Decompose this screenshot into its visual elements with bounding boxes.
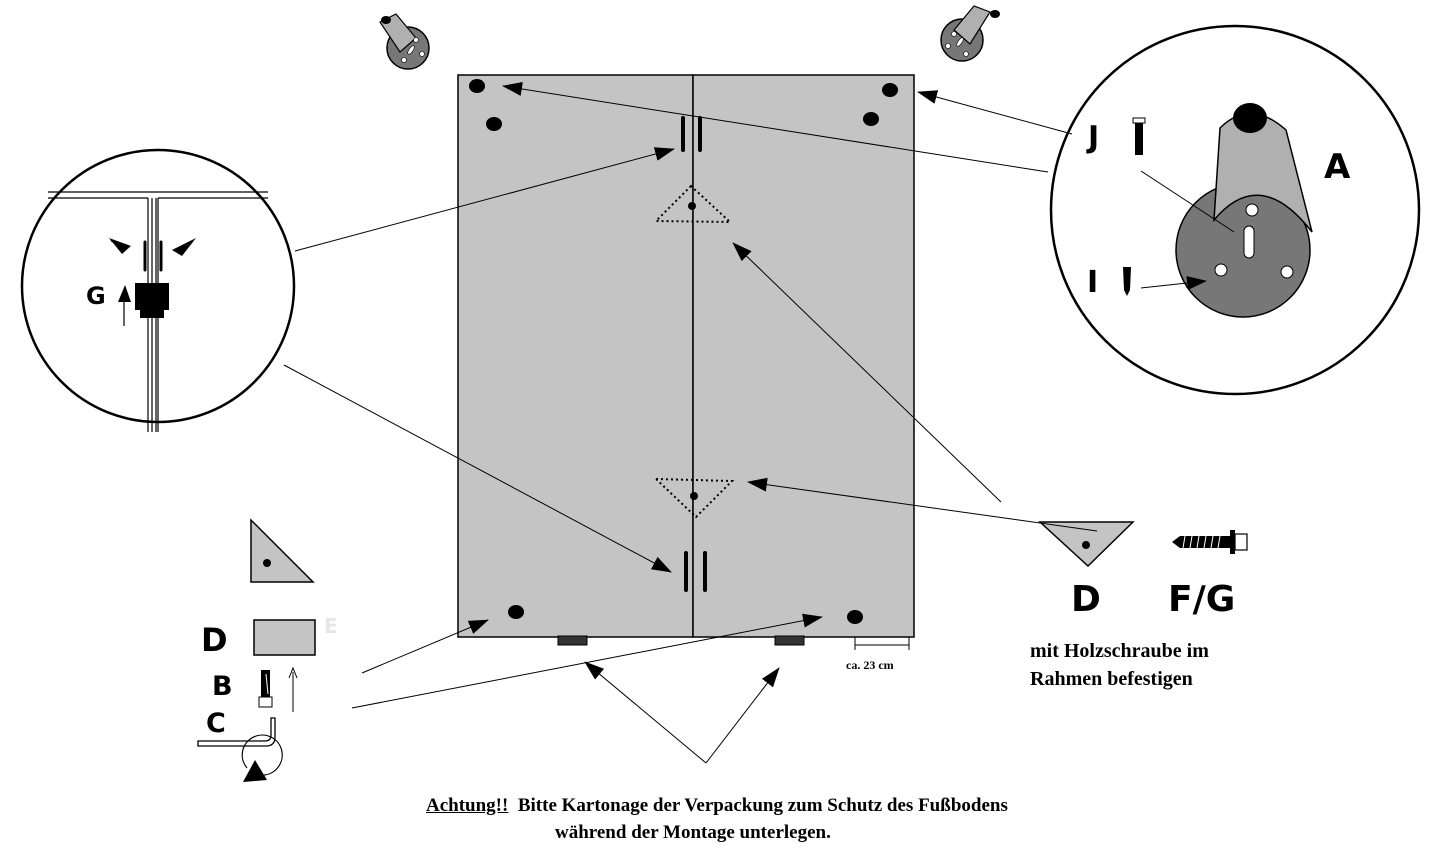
dowel-icon: [1123, 267, 1131, 296]
triangle-bottom-hole: [690, 492, 698, 500]
block-E: [253, 619, 316, 656]
label-E: E: [324, 614, 338, 638]
hole-bottom-right: [847, 610, 863, 624]
detail-circle-bracket: [1049, 24, 1421, 396]
label-D-right: D: [1071, 579, 1101, 620]
corner-triangle-icon: [250, 518, 315, 583]
detail-circle-joint: [20, 148, 296, 432]
triangle-D-icon: [1038, 521, 1135, 568]
board: [457, 74, 915, 646]
bolt-icon: [258, 670, 273, 708]
up-arrow-icon: [288, 666, 298, 712]
label-J: J: [1086, 120, 1099, 155]
connector-block: [135, 283, 169, 310]
triangle-position-bottom: [653, 477, 735, 519]
label-A: A: [1324, 147, 1351, 187]
slot-marks-top: [681, 116, 702, 152]
label-FG: F/G: [1168, 579, 1235, 620]
label-I: I: [1087, 265, 1098, 300]
wall-bracket-icon: [379, 13, 430, 70]
warning-heading: Achtung!!: [426, 795, 509, 816]
wood-screw-icon: [1172, 530, 1248, 554]
warning-block: Achtung!! Bitte Kartonage der Verpackung…: [426, 795, 1008, 817]
instruction-line-2: Rahmen befestigen: [1030, 668, 1193, 690]
hole-bottom-left: [508, 605, 524, 619]
hole-top-right-1: [882, 83, 898, 97]
triangle-position-top: [653, 184, 733, 224]
measurement-label: ca. 23 cm: [846, 658, 894, 672]
foot-right: [774, 635, 805, 646]
wall-bracket-icon: [940, 5, 1000, 62]
label-B: B: [212, 671, 233, 702]
rotate-arrow-icon: [241, 734, 283, 782]
hole-top-right-2: [863, 112, 879, 126]
board-panel-left: [457, 74, 694, 638]
warning-line-1: Bitte Kartonage der Verpackung zum Schut…: [517, 795, 1008, 816]
slot-marks-bottom: [684, 551, 707, 592]
label-D-left: D: [201, 621, 228, 659]
hex-key-icon: [197, 717, 276, 747]
measurement-bracket: [854, 637, 910, 650]
hole-top-left-1: [469, 79, 485, 93]
leader-lines: [283, 82, 1235, 764]
screw-icon: [1132, 117, 1146, 155]
warning-line-2: während der Montage unterlegen.: [555, 822, 831, 843]
foot-left: [557, 635, 588, 646]
label-C: C: [206, 708, 226, 739]
label-G: G: [86, 282, 106, 310]
hole-top-left-2: [486, 117, 502, 131]
triangle-top-hole: [688, 202, 696, 210]
board-panel-right: [692, 74, 915, 638]
instruction-line-1: mit Holzschraube im: [1030, 640, 1209, 662]
